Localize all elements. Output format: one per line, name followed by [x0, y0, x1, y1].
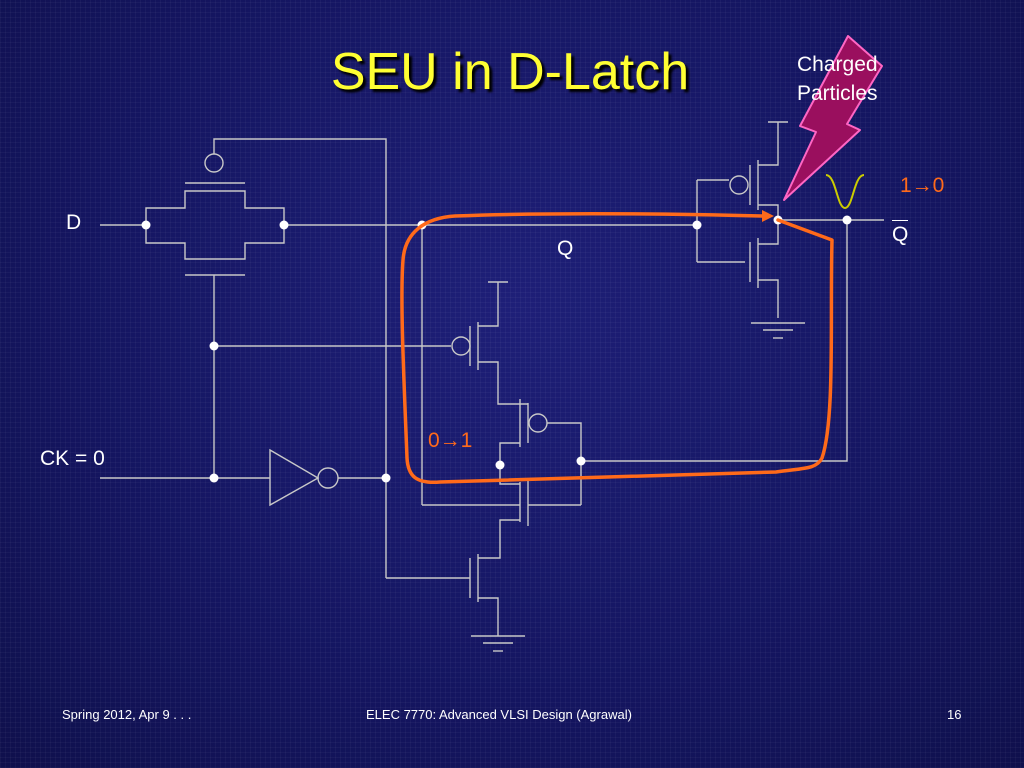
clock-inverter [100, 448, 386, 507]
output-inverter [581, 121, 884, 462]
glitch-pulse-icon [825, 174, 865, 210]
upset-path-loop [400, 210, 834, 485]
charged-particles-label: Charged Particles [797, 50, 878, 108]
q-bar-output-label: Q [892, 220, 909, 245]
transition-one-to-zero-label: 1→0 [900, 174, 945, 197]
footer-date: Spring 2012, Apr 9 . . . [62, 707, 192, 722]
footer-course: ELEC 7770: Advanced VLSI Design (Agrawal… [366, 707, 632, 722]
slide-title: SEU in D-Latch [330, 43, 690, 101]
transition-zero-to-one-label: 0→1 [428, 429, 473, 452]
lightning-bolt-icon [783, 35, 883, 201]
clock-input-label: CK = 0 [40, 447, 105, 470]
footer-page-number: 16 [947, 707, 962, 722]
d-input-label: D [66, 211, 82, 234]
feedback-clocked-inverter [214, 225, 582, 652]
junction-dots [141, 215, 852, 483]
transmission-gate [100, 138, 697, 478]
q-mid-label: Q [557, 237, 574, 260]
charged-particles-line1: Charged [797, 53, 878, 76]
charged-particles-line2: Particles [797, 82, 878, 105]
